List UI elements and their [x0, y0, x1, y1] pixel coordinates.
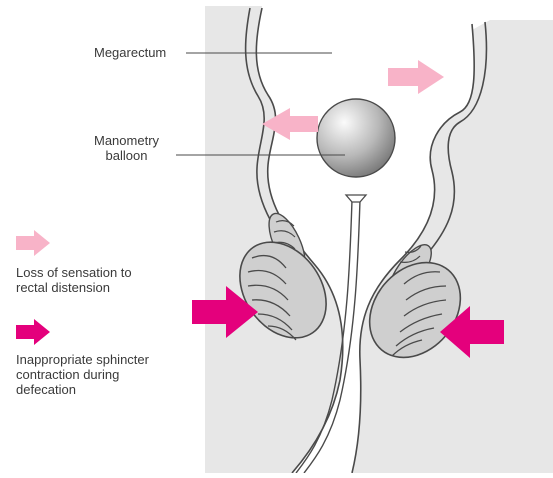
- legend-item-sensation-text: Loss of sensation to rectal distension: [16, 265, 132, 295]
- legend-magenta-arrow-icon: [16, 319, 50, 345]
- legend-item-contraction-text: Inappropriate sphincter contraction duri…: [16, 352, 149, 397]
- sensation-arrow-right-icon: [388, 60, 444, 94]
- label-manometry-balloon: Manometry balloon: [94, 133, 159, 163]
- label-megarectum: Megarectum: [94, 45, 166, 60]
- right-rectal-wall: [352, 20, 553, 473]
- manometry-balloon: [317, 99, 395, 177]
- legend-light-pink-arrow-icon: [16, 230, 50, 256]
